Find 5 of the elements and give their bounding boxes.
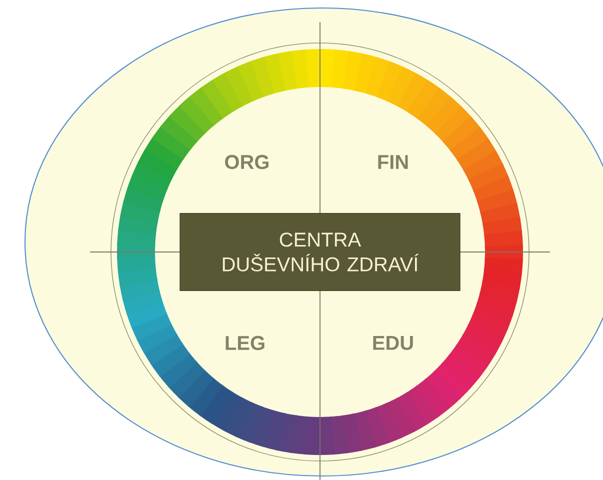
quadrant-label: ORG	[225, 154, 269, 170]
quadrant-label: EDU	[373, 336, 413, 350]
quadrant-label: FIN	[378, 155, 408, 169]
quadrant-label: LEG	[226, 336, 264, 350]
title-box: CENTRA DUŠEVNÍHO ZDRAVÍ	[180, 213, 460, 291]
